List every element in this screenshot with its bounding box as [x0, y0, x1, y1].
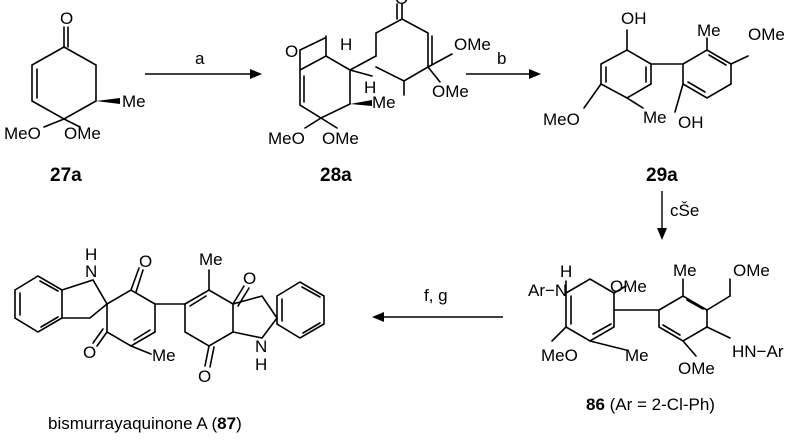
compound-28a: O O H H Me OMe OMe MeO OMe 28a — [268, 0, 491, 186]
methyl-29a-top: Me — [697, 21, 721, 40]
indole-hydrogen-top: H — [85, 245, 97, 264]
methoxy-28a-left2: OMe — [322, 129, 359, 148]
compound-86: Ar−N H OMe Me OMe MeO Me OMe HN−Ar 86 (A… — [528, 261, 784, 414]
carbonyl-oxygen-right: O — [395, 0, 408, 8]
methoxy-29a-top: OMe — [748, 25, 785, 44]
compound-label-28a: 28a — [320, 165, 352, 186]
compound-name-87: bismurrayaquinone A (87) — [48, 414, 242, 433]
methyl-28a-left: Me — [372, 93, 396, 112]
compound-number-87: 87 — [217, 414, 236, 433]
methyl-29a-mid: Me — [643, 108, 667, 127]
compound-28a-bonds — [299, 3, 453, 129]
compound-29a: OH OH Me OMe MeO Me 29a — [543, 9, 785, 186]
arrow-a: a — [145, 49, 262, 79]
arrow-fg: f, g — [372, 286, 503, 322]
methoxy-86-b: OMe — [678, 359, 715, 378]
compound-29a-bonds — [583, 29, 749, 113]
compound-86-bonds — [551, 278, 731, 357]
compound-87: N H O O O O Me Me N H bismurrayaquinone … — [14, 245, 325, 433]
hydrogen-bottom: H — [364, 78, 376, 97]
hydrogen-top: H — [340, 35, 352, 54]
compound-87-name-suffix: ) — [236, 414, 242, 433]
arrow-fg-condition: f, g — [424, 286, 448, 305]
methoxy-86-left: MeO — [541, 346, 578, 365]
methyl-87-bottom: Me — [152, 346, 176, 365]
methyl-86-bottom: Me — [625, 346, 649, 365]
compound-27a-bonds — [31, 26, 120, 128]
carbonyl-oxygen-left: O — [285, 42, 298, 61]
methoxy-28a-r2: OMe — [432, 82, 469, 101]
methoxy-86-top: OMe — [733, 261, 770, 280]
hydroxyl-top: OH — [621, 9, 647, 28]
methyl-87-top: Me — [199, 250, 223, 269]
methyl: Me — [122, 92, 146, 111]
compound-number-86: 86 — [586, 395, 605, 414]
compound-87-name-prefix: bismurrayaquinone A ( — [48, 414, 217, 433]
arrow-a-condition: a — [195, 49, 205, 68]
compound-87-bonds — [14, 267, 325, 368]
arylamino-right: HN−Ar — [732, 342, 784, 361]
compound-86-note: (Ar = 2-Cl-Ph) — [605, 395, 715, 414]
methoxy-28a-r1: OMe — [454, 35, 491, 54]
quinone-oxygen-1: O — [139, 252, 152, 271]
compound-label-29a: 29a — [646, 165, 678, 186]
compound-27a: O MeO OMe Me 27a — [4, 9, 146, 186]
methoxy-29a-left: MeO — [543, 110, 580, 129]
compound-label-27a: 27a — [50, 165, 82, 186]
arrow-b-condition: b — [497, 49, 506, 68]
compound-label-86: 86 (Ar = 2-Cl-Ph) — [586, 395, 715, 414]
methoxy-right: OMe — [64, 124, 101, 143]
arrow-b: b — [466, 49, 541, 79]
arylamino-left: Ar−N — [528, 281, 567, 300]
amine-hydrogen: H — [560, 262, 572, 281]
hydroxyl-bottom: OH — [678, 113, 704, 132]
quinone-oxygen-3: O — [243, 269, 256, 288]
arrow-c: cŠe — [657, 191, 699, 240]
methyl-86-top: Me — [673, 261, 697, 280]
carbonyl-oxygen: O — [60, 9, 73, 28]
methoxy-left: MeO — [4, 124, 41, 143]
quinone-oxygen-2: O — [83, 343, 96, 362]
indole-nitrogen-bottom: N — [255, 337, 267, 356]
methoxy-28a-left: MeO — [268, 129, 305, 148]
arrow-c-condition: cŠe — [670, 201, 699, 220]
methoxy-86-a: OMe — [610, 277, 647, 296]
indole-hydrogen-bottom: H — [255, 355, 267, 374]
quinone-oxygen-4: O — [198, 367, 211, 386]
indole-nitrogen-top: N — [85, 262, 97, 281]
